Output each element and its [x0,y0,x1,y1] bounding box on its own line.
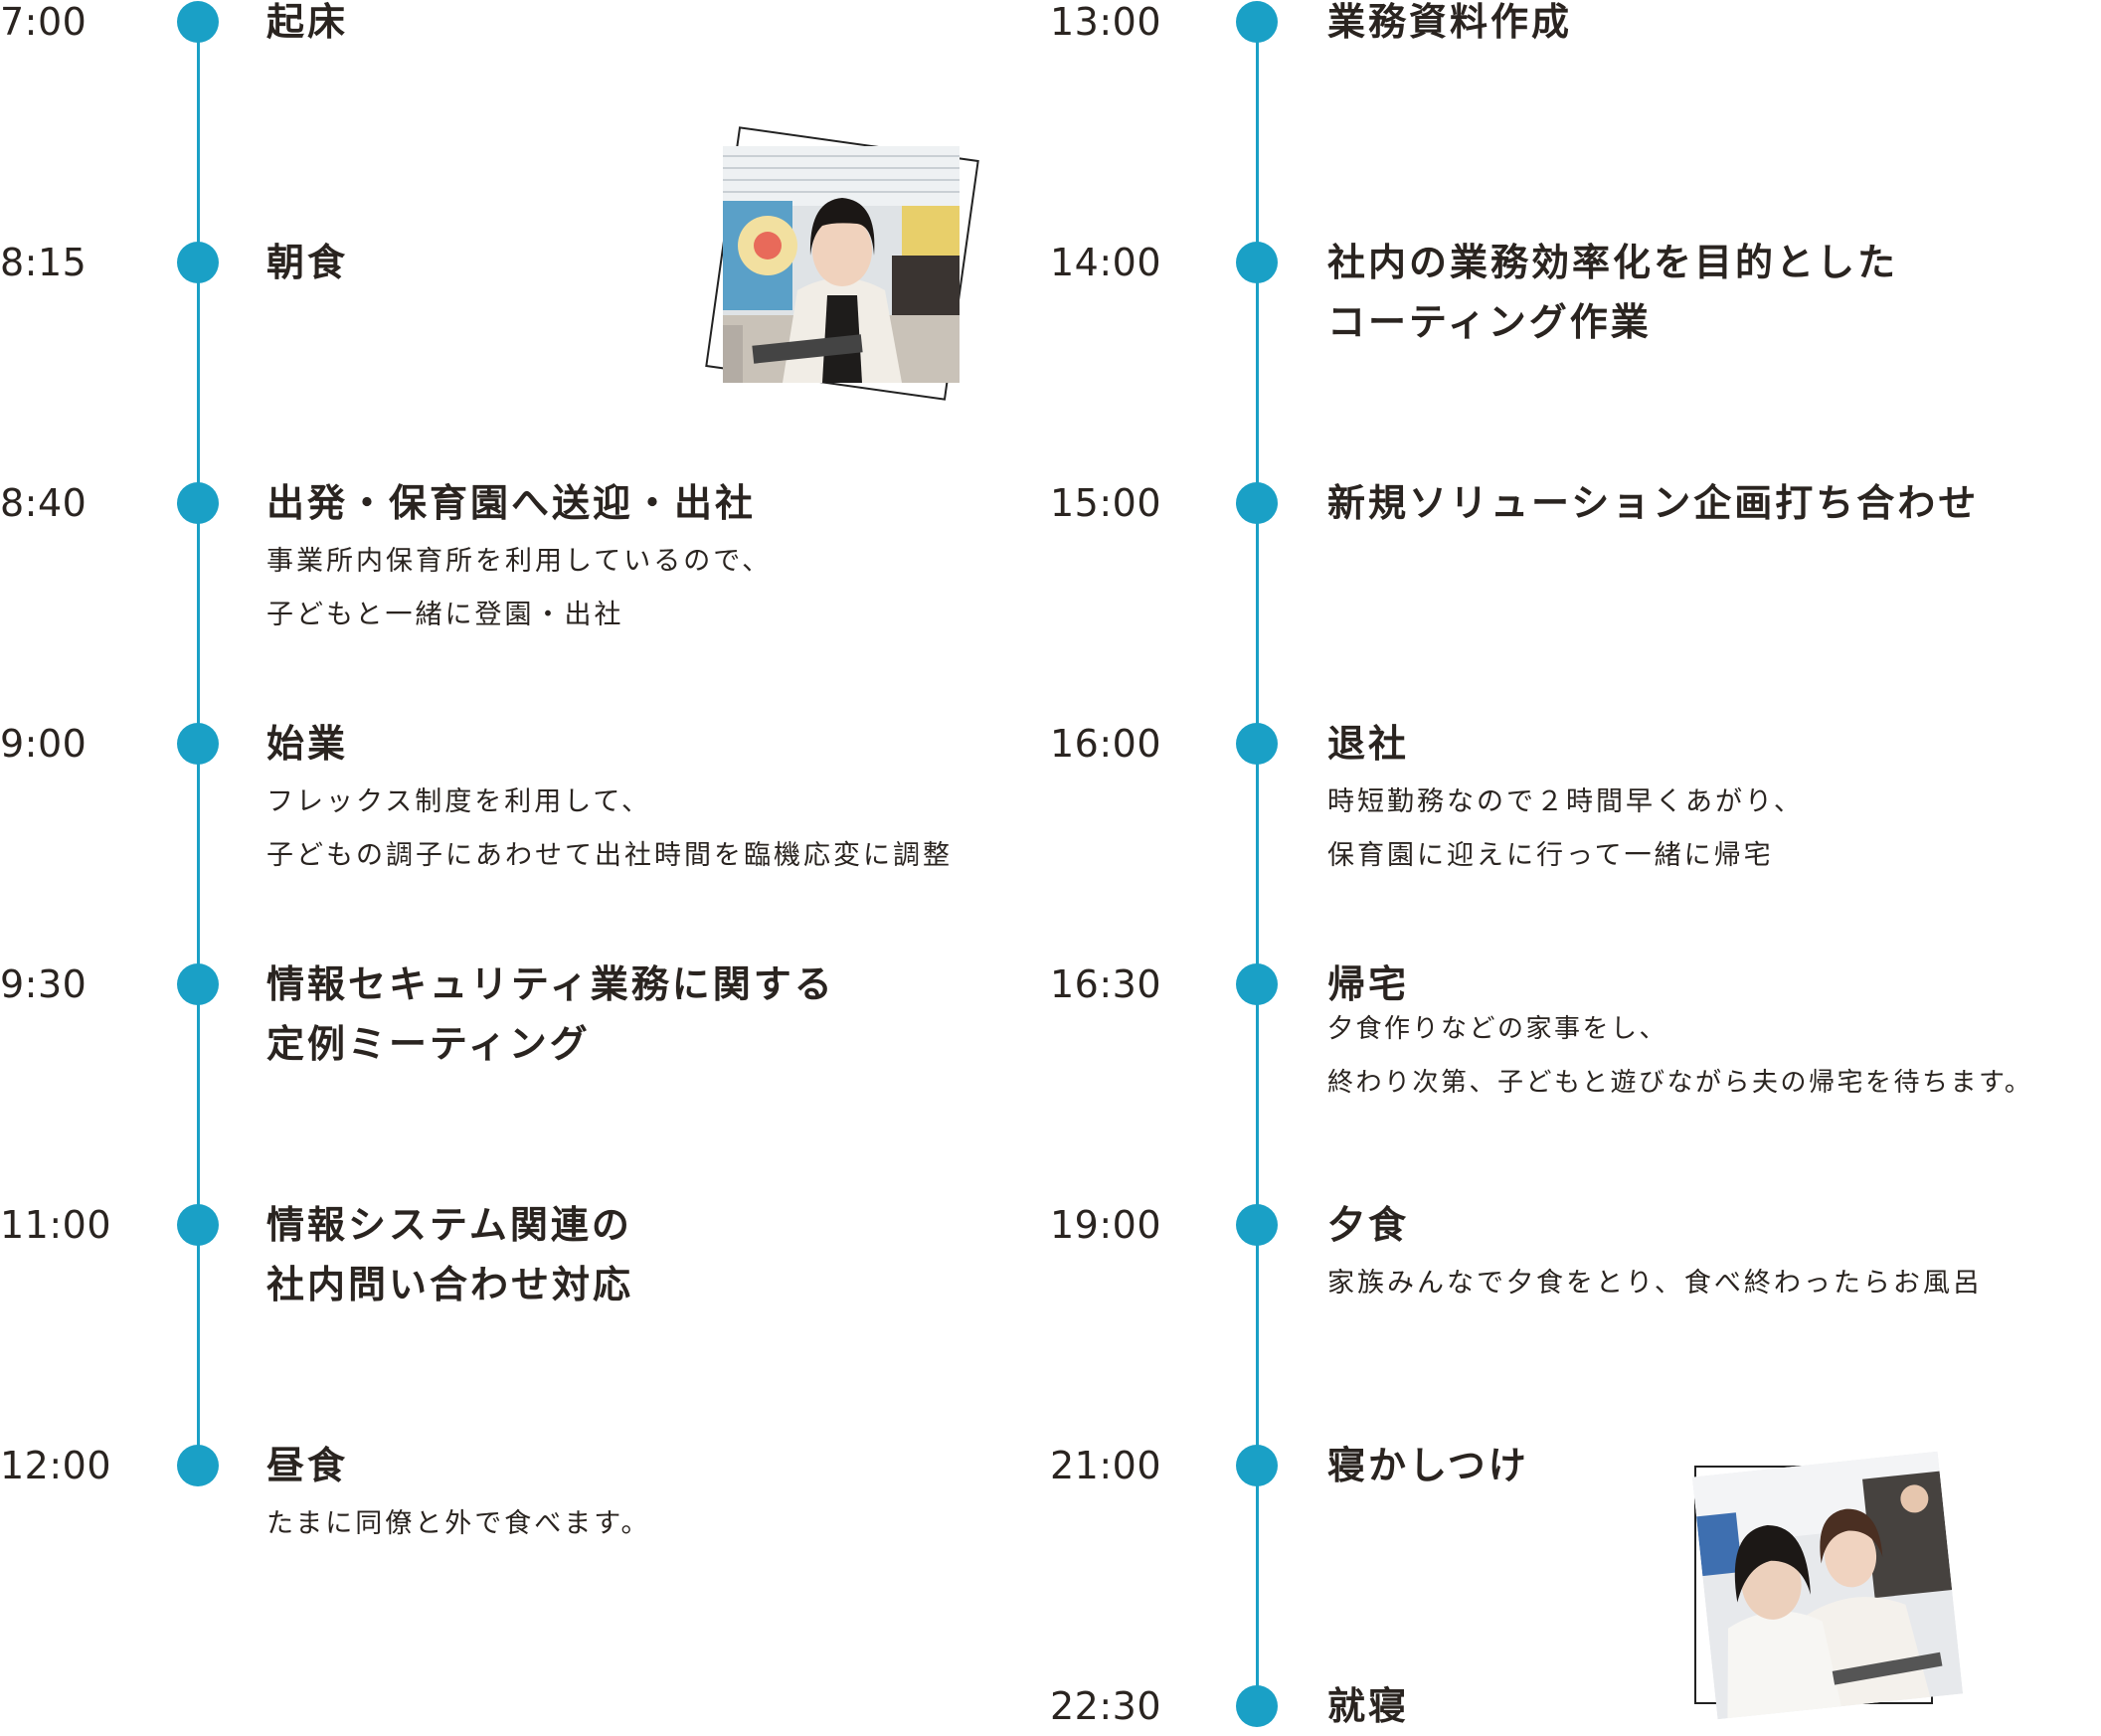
entry-time: 19:00 [1050,1203,1162,1247]
photo-image [723,146,960,383]
entry-title: 退社 [1327,722,1410,766]
entry-time: 8:15 [0,241,88,284]
timeline-dot [1236,963,1278,1005]
timeline-dot [1236,1,1278,43]
timeline-dot [177,482,219,524]
entry-title: 寝かしつけ [1327,1444,1529,1487]
photo-woman-at-laptop [701,124,984,408]
entry-title: 帰宅 [1327,962,1410,1006]
timeline-line [1256,22,1259,1702]
entry-title: 朝食 [266,241,349,284]
timeline-dot [1236,723,1278,765]
timeline-dot [1236,1204,1278,1246]
entry-title: 夕食 [1327,1203,1410,1247]
timeline-dot [177,1,219,43]
entry-time: 16:00 [1050,722,1162,766]
entry-title: 昼食 [266,1444,349,1487]
entry-title: 情報システム関連の 社内問い合わせ対応 [266,1203,634,1306]
timeline-left-column: 7:00 起床 8:15 朝食 8:40 出発・保育園へ送迎・出社 事業所内保育… [0,0,1050,1728]
entry-time: 7:00 [0,0,88,44]
entry-time: 21:00 [1050,1444,1162,1487]
entry-description: たまに同僚と外で食べます。 [266,1508,651,1539]
entry-title: 情報セキュリティ業務に関する 定例ミーティング [266,962,835,1066]
entry-time: 22:30 [1050,1684,1162,1728]
entry-title: 社内の業務効率化を目的とした コーティング作業 [1327,241,1899,344]
entry-description: 家族みんなで夕食をとり、食べ終わったらお風呂 [1327,1268,1983,1299]
photo-image [1691,1451,1964,1720]
timeline-dot [177,1445,219,1486]
entry-title: 始業 [266,722,349,766]
entry-time: 8:40 [0,481,88,525]
entry-description: フレックス制度を利用して、 子どもの調子にあわせて出社時間を臨機応変に調整 [266,786,953,871]
timeline-dot [1236,242,1278,283]
entry-time: 12:00 [0,1444,112,1487]
timeline-dot [1236,482,1278,524]
entry-title: 出発・保育園へ送迎・出社 [266,481,757,525]
timeline-dot [1236,1445,1278,1486]
entry-time: 13:00 [1050,0,1162,44]
entry-title: 就寝 [1327,1684,1410,1728]
entry-description: 事業所内保育所を利用しているので、 子どもと一緒に登園・出社 [266,546,773,630]
entry-description: 時短勤務なので２時間早くあがり、 保育園に迎えに行って一緒に帰宅 [1327,786,1804,871]
timeline-dot [177,1204,219,1246]
entry-time: 16:30 [1050,962,1162,1006]
entry-time: 9:30 [0,962,88,1006]
entry-time: 9:00 [0,722,88,766]
entry-title: 新規ソリューション企画打ち合わせ [1327,481,1980,525]
timeline-dot [177,723,219,765]
timeline-dot [177,963,219,1005]
entry-description: 夕食作りなどの家事をし、 終わり次第、子どもと遊びながら夫の帰宅を待ちます。 [1327,1014,2033,1098]
entry-time: 11:00 [0,1203,112,1247]
entry-title: 起床 [266,0,349,44]
timeline-dot [1236,1685,1278,1727]
timeline-dot [177,242,219,283]
photo-coworkers [1676,1442,1995,1725]
timeline-right-column: 13:00 業務資料作成 14:00 社内の業務効率化を目的とした コーティング… [1050,0,2100,1728]
entry-time: 15:00 [1050,481,1162,525]
entry-title: 業務資料作成 [1327,0,1573,44]
entry-time: 14:00 [1050,241,1162,284]
